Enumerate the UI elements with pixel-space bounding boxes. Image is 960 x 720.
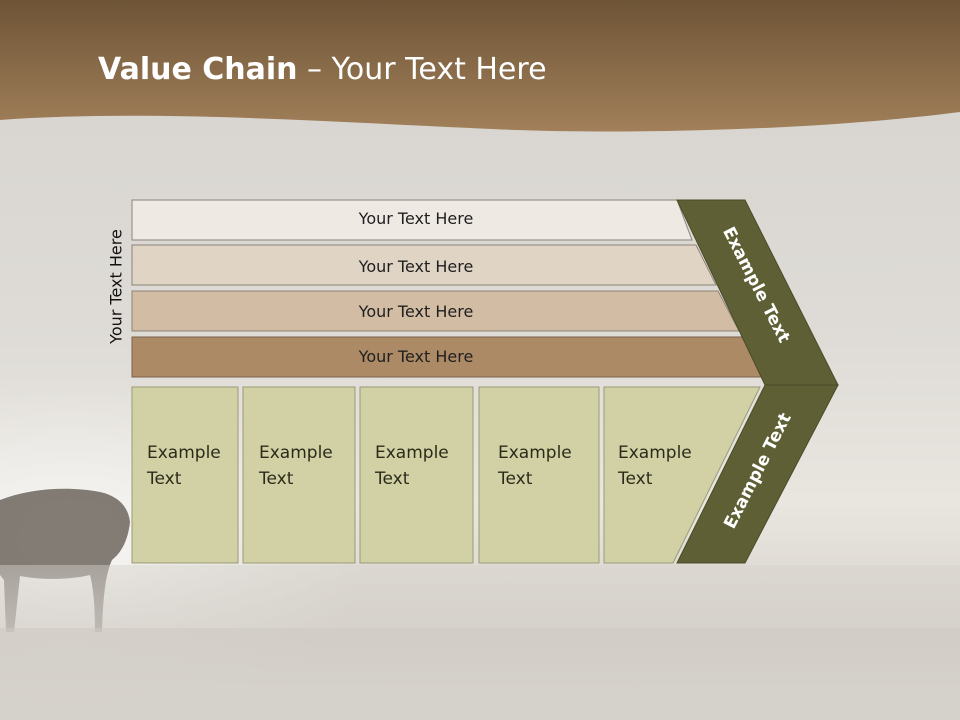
title-bold: Value Chain — [98, 52, 298, 87]
bar-1 — [131, 199, 693, 241]
cell-1 — [131, 386, 239, 564]
cell-4-line1: Example — [498, 443, 572, 463]
cell-3-line2: Text — [375, 469, 410, 489]
cell-3 — [359, 386, 474, 564]
diagram-reflection — [0, 565, 960, 720]
bar-1-label: Your Text Here — [358, 209, 474, 228]
cell-5-line2: Text — [618, 469, 653, 489]
cell-3-line1: Example — [375, 443, 449, 463]
reflection-fade — [0, 565, 960, 720]
bar-3-label: Your Text Here — [358, 302, 474, 321]
chevron-lower — [676, 384, 839, 564]
cell-2-line1: Example — [259, 443, 333, 463]
cell-5-line1: Example — [618, 443, 692, 463]
header-band — [0, 0, 960, 132]
cell-2-line2: Text — [259, 469, 294, 489]
bar-4-label: Your Text Here — [358, 347, 474, 366]
bar-2 — [131, 244, 717, 286]
page-title: Value Chain – Your Text Here — [98, 52, 547, 87]
bar-2-label: Your Text Here — [358, 257, 474, 276]
cell-5 — [603, 386, 761, 564]
cell-4-line2: Text — [498, 469, 533, 489]
title-rest: – Your Text Here — [297, 52, 547, 87]
cell-4 — [478, 386, 600, 564]
cell-2 — [242, 386, 356, 564]
cell-1-line2: Text — [147, 469, 182, 489]
cell-1-line1: Example — [147, 443, 221, 463]
